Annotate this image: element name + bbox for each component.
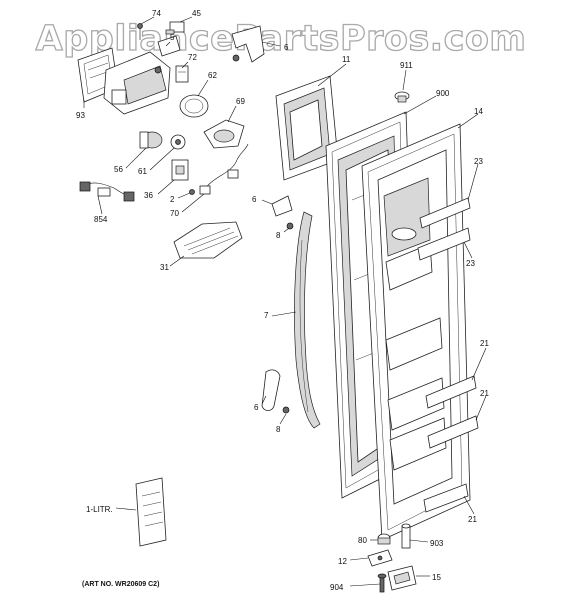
part-74-screw	[137, 23, 143, 40]
part-31-drip-tray	[173, 221, 243, 259]
label-21-c: 21	[468, 515, 477, 524]
label-6-mid: 6	[252, 195, 257, 204]
part-69-chute-flap	[203, 119, 245, 149]
label-62: 62	[208, 71, 217, 80]
part-36-switch	[171, 159, 189, 181]
label-8-lower: 8	[276, 425, 281, 434]
label-31: 31	[160, 263, 169, 272]
part-911-cap	[394, 91, 410, 103]
part-11-dispenser-frame	[275, 75, 339, 181]
part-5-bracket	[157, 35, 181, 57]
label-904: 904	[330, 583, 344, 592]
part-23-shelf-lower	[417, 227, 471, 261]
part-12-hinge-bracket	[367, 549, 393, 567]
label-11: 11	[342, 55, 351, 64]
label-80: 80	[358, 536, 367, 545]
label-911: 911	[400, 61, 413, 70]
label-6-top: 6	[284, 43, 289, 52]
part-61-gear	[170, 134, 186, 150]
part-854-harness	[79, 181, 135, 202]
part-6-door-actuator	[231, 25, 265, 63]
label-72: 72	[188, 53, 197, 62]
label-900: 900	[436, 89, 450, 98]
label-23-lower: 23	[466, 259, 475, 268]
label-5: 5	[170, 33, 175, 42]
label-69: 69	[236, 97, 245, 106]
label-56: 56	[114, 165, 123, 174]
part-21-shelf-b	[427, 415, 479, 449]
part-21-shelf-c	[423, 483, 469, 513]
label-61: 61	[138, 167, 147, 176]
part-21-shelf-a	[425, 375, 477, 409]
label-854: 854	[94, 215, 108, 224]
label-14: 14	[474, 107, 483, 116]
auger-motor-housing	[103, 51, 171, 115]
leader-lines	[83, 16, 487, 587]
part-2-screw	[189, 189, 195, 195]
label-6-lower: 6	[254, 403, 259, 412]
part-1-literature-book	[135, 477, 167, 547]
part-62-ring	[179, 94, 209, 118]
label-93: 93	[76, 111, 85, 120]
part-8-screw-lower	[282, 406, 290, 414]
watermark: AppliancePartsPros.com	[36, 19, 527, 59]
part-15-hinge	[387, 565, 417, 591]
part-70-harness	[199, 143, 249, 195]
callout-labels: 74 45 5 6 72 93 62 69 56 61 36 2 70 854 …	[76, 9, 489, 592]
part-23-shelf-upper	[419, 197, 471, 229]
part-8-screw-upper	[286, 222, 294, 230]
art-number: (ART NO. WR20609 C2)	[82, 581, 159, 588]
part-45-switch	[165, 21, 185, 35]
label-36: 36	[144, 191, 153, 200]
label-45: 45	[192, 9, 201, 18]
label-23-upper: 23	[474, 157, 483, 166]
part-7-door-handle	[294, 211, 321, 429]
part-6-handle-cap-upper	[271, 195, 293, 217]
part-80-bushing	[377, 533, 391, 545]
label-21-a: 21	[480, 339, 489, 348]
label-1-litr: 1-LITR.	[86, 505, 113, 514]
label-7: 7	[264, 311, 269, 320]
part-903-hinge-pin	[401, 523, 411, 549]
label-15: 15	[432, 573, 441, 582]
label-12: 12	[338, 557, 347, 566]
label-903: 903	[430, 539, 444, 548]
label-21-b: 21	[480, 389, 489, 398]
label-70: 70	[170, 209, 179, 218]
label-2: 2	[170, 195, 175, 204]
label-8-upper: 8	[276, 231, 281, 240]
part-6-handle-cap-lower	[261, 369, 281, 411]
label-74: 74	[152, 9, 161, 18]
part-72-switch	[175, 65, 189, 83]
part-56-motor	[139, 131, 163, 149]
part-904-screw	[377, 573, 387, 593]
